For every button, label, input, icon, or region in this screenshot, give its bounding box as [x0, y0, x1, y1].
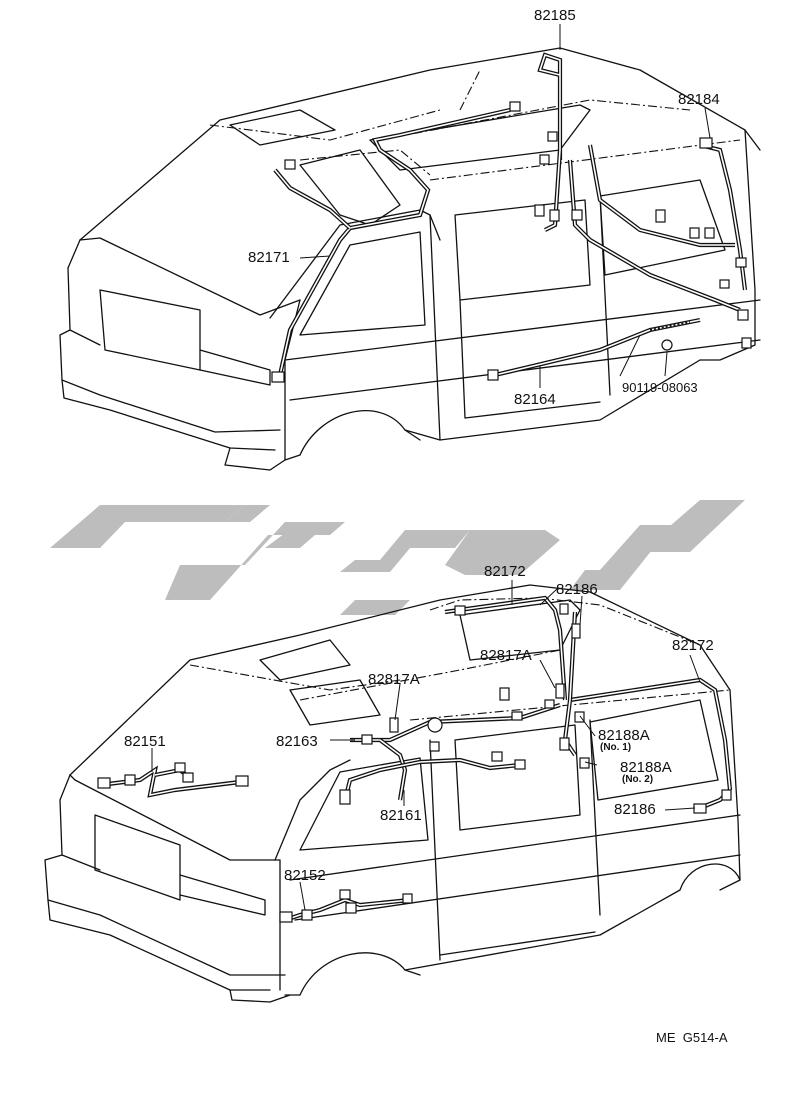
label-82172-right: 82172	[672, 637, 714, 654]
label-82188a-no2: 82188A	[620, 759, 672, 776]
label-82186-bottom: 82186	[614, 801, 656, 818]
label-82172-top: 82172	[484, 563, 526, 580]
label-82185: 82185	[534, 7, 576, 24]
label-82163: 82163	[276, 733, 318, 750]
top-van-harnesses	[271, 52, 752, 383]
label-82188a-no2-sub: (No. 2)	[622, 774, 653, 785]
label-82171: 82171	[248, 249, 290, 266]
label-82186-top: 82186	[556, 581, 598, 598]
top-van-body	[59, 47, 761, 471]
label-90119-08063: 90119-08063	[622, 380, 698, 395]
label-82188a-no1-sub: (No. 1)	[600, 742, 631, 753]
label-82817a-left: 82817A	[368, 671, 420, 688]
label-82152: 82152	[284, 867, 326, 884]
label-82817a-mid: 82817A	[480, 647, 532, 664]
top-van-leaders	[299, 24, 711, 388]
label-82164: 82164	[514, 391, 556, 408]
reference-code: ME G514-A	[656, 1030, 728, 1045]
watermark-logo	[50, 500, 745, 615]
bottom-van-body	[44, 584, 741, 1003]
bottom-van-harnesses	[97, 595, 733, 923]
label-82161: 82161	[380, 807, 422, 824]
label-82184: 82184	[678, 91, 720, 108]
label-82188a-no1: 82188A	[598, 727, 650, 744]
bottom-van-leaders	[151, 580, 701, 911]
label-82151: 82151	[124, 733, 166, 750]
